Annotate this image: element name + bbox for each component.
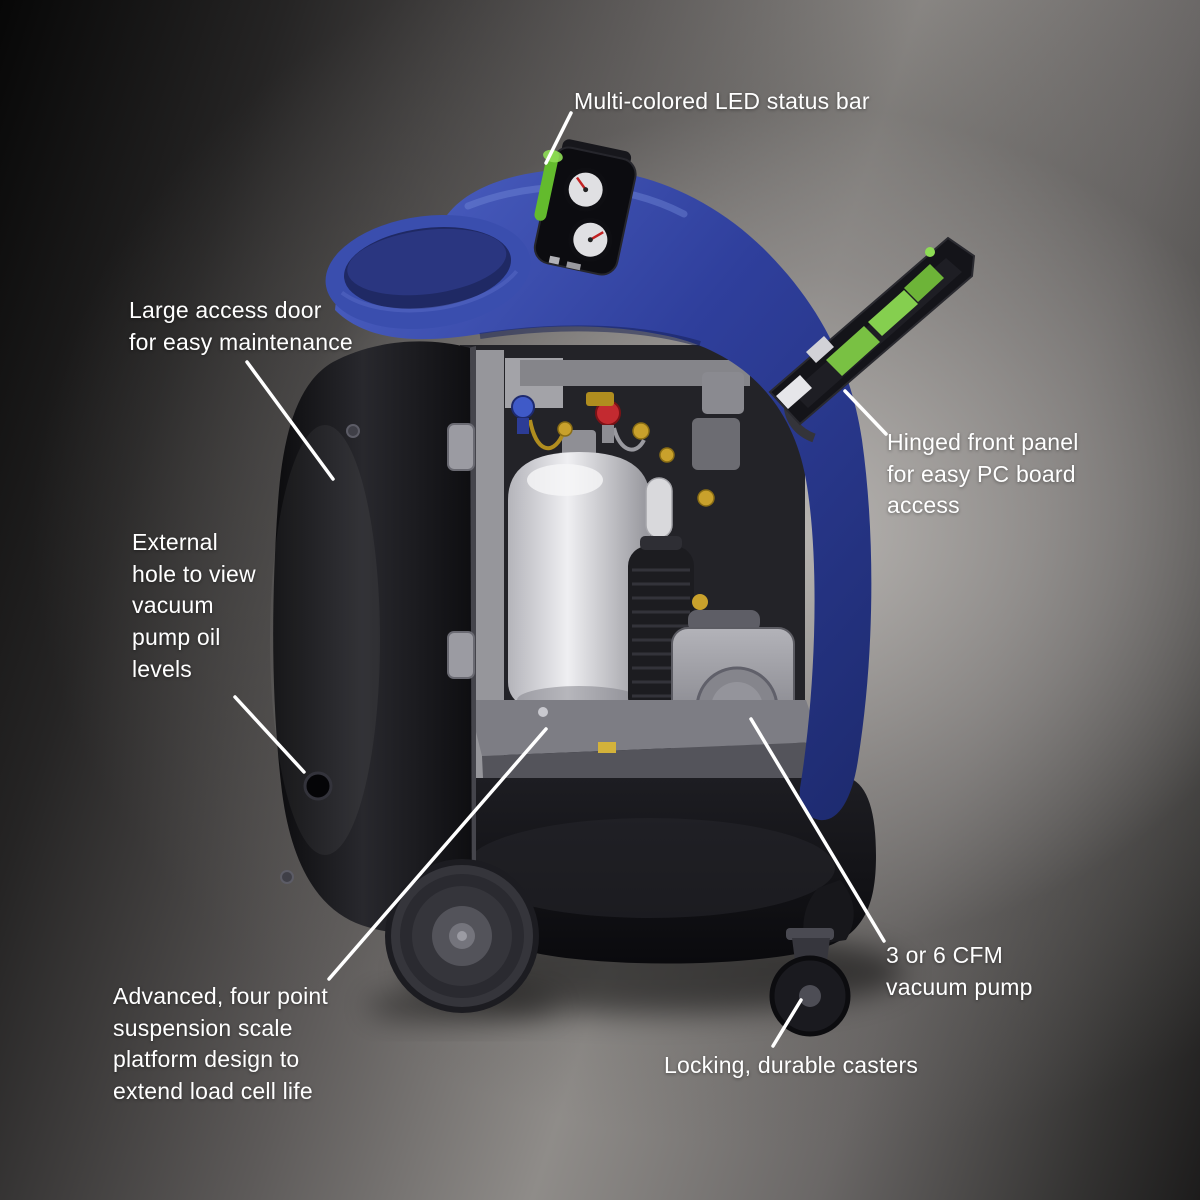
callout-label-led-status-bar: Multi-colored LED status bar (574, 88, 870, 114)
pressure-gauge-bottom (568, 217, 613, 262)
base-shell (433, 778, 876, 964)
callout-label-casters: Locking, durable casters (664, 1052, 919, 1078)
door-hinge (447, 423, 475, 471)
handle-tray (325, 215, 531, 329)
access-door (270, 341, 476, 935)
gauge-console (533, 139, 637, 276)
caster (769, 928, 851, 1037)
door-hinge (447, 631, 475, 679)
manifold-valves (511, 372, 744, 745)
wheel (385, 859, 539, 1013)
callout-lines (233, 111, 888, 1048)
door-screw (280, 870, 294, 884)
callout-line-led-status-bar (544, 111, 573, 165)
door-screw (346, 424, 360, 438)
hinged-front-panel (768, 236, 976, 443)
oil-view-hole (303, 771, 333, 801)
callout-label-access-door: Large access door for easy maintenance (129, 297, 353, 355)
callout-label-hinged-panel: Hinged front panel for easy PC board acc… (887, 429, 1079, 519)
callout-line-casters (771, 998, 803, 1048)
callout-line-scale-platform (327, 727, 548, 981)
callout-label-vacuum-pump: 3 or 6 CFM vacuum pump (886, 942, 1033, 1000)
callout-label-oil-view-hole: External hole to view vacuum pump oil le… (132, 529, 256, 682)
callout-label-scale-platform: Advanced, four point suspension scale pl… (113, 983, 328, 1105)
callout-line-vacuum-pump (749, 717, 886, 943)
pcb-board (826, 247, 944, 376)
callout-line-access-door (245, 360, 335, 481)
callout-line-hinged-panel (843, 389, 888, 436)
callout-line-oil-view-hole (233, 695, 306, 774)
pressure-gauge-top (563, 167, 608, 212)
